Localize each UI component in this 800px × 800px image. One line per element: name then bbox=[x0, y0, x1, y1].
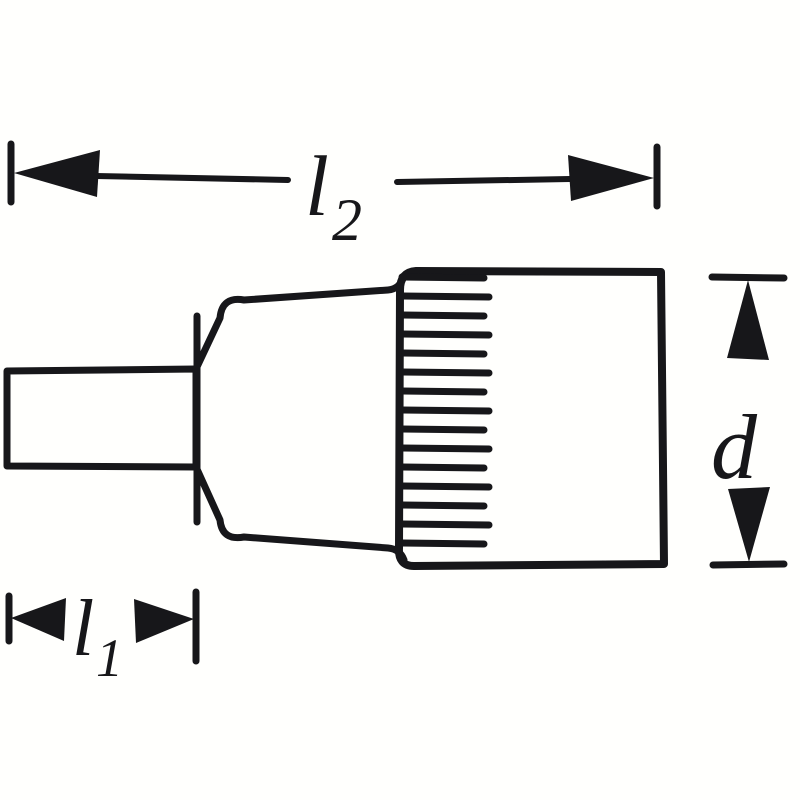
dimension-d: d bbox=[708, 273, 788, 569]
hex-bit-shank bbox=[3, 365, 200, 471]
dimension-d-extension-top bbox=[708, 273, 788, 282]
dimension-l1: l 1 bbox=[5, 585, 200, 688]
tapered-body-lower bbox=[192, 463, 408, 564]
knurl-line bbox=[398, 368, 493, 377]
dimension-l2-subscript: 2 bbox=[332, 187, 362, 253]
knurl-line bbox=[398, 330, 493, 339]
knurl-line bbox=[398, 482, 493, 491]
tapered-body bbox=[192, 272, 408, 373]
knurl-line bbox=[398, 273, 488, 282]
dimension-l1-label: l bbox=[72, 585, 94, 673]
knurl-line bbox=[398, 520, 493, 529]
knurl-line bbox=[398, 501, 488, 510]
dimension-l2-line-left bbox=[93, 173, 291, 183]
knurl-line bbox=[398, 444, 493, 453]
dimension-d-arrowhead-top bbox=[727, 280, 769, 360]
knurl-line-group bbox=[398, 273, 493, 548]
knurl-line bbox=[398, 539, 488, 548]
knurl-line bbox=[398, 349, 488, 358]
knurl-line bbox=[398, 387, 488, 396]
knurl-line bbox=[398, 463, 488, 472]
knurl-line bbox=[398, 292, 493, 301]
knurl-line bbox=[398, 425, 488, 434]
dimension-l1-arrowhead-left bbox=[11, 598, 66, 641]
knurl-line bbox=[398, 311, 488, 320]
dimension-d-label: d bbox=[711, 396, 758, 498]
knurl-line bbox=[398, 406, 493, 415]
dimension-l1-arrowhead-right bbox=[134, 599, 194, 643]
dimension-d-arrowhead-bottom bbox=[728, 487, 770, 562]
dimension-l1-subscript: 1 bbox=[96, 628, 123, 688]
dimension-l2-line-right bbox=[394, 176, 573, 185]
dimension-l2-label: l bbox=[305, 138, 329, 234]
dimension-d-extension-bottom bbox=[709, 560, 788, 569]
tool-outline-group bbox=[3, 267, 668, 570]
dimension-l2-arrowhead-right bbox=[568, 155, 654, 201]
dimension-l2: l 2 bbox=[7, 138, 661, 253]
dimension-l2-arrowhead-left bbox=[14, 150, 100, 197]
